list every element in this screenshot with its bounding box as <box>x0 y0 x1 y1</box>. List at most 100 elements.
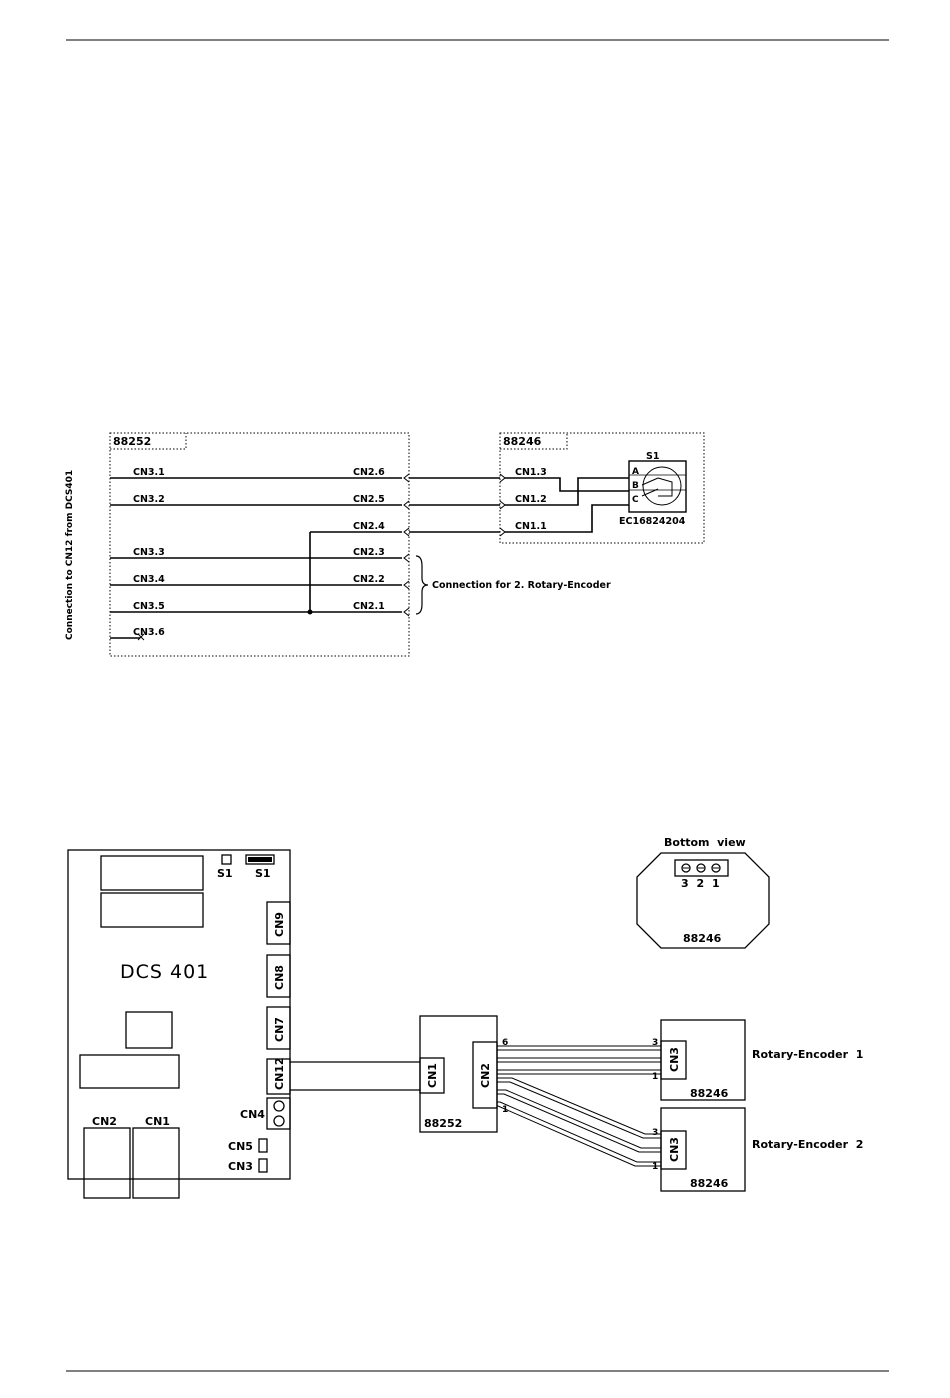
cn12-box <box>266 1058 291 1095</box>
encoder1-pin-bottom: 1 <box>652 1072 658 1082</box>
schematic <box>109 432 705 657</box>
chevron-cn1-3 <box>499 473 506 483</box>
bottom-view-pins: 3 2 1 <box>681 877 722 890</box>
junction-dot <box>307 609 313 615</box>
cn3-box <box>258 1158 268 1173</box>
cn4-pin-2 <box>273 1115 285 1127</box>
cn7-label: CN7 <box>273 1017 286 1042</box>
bottom-view-pin-3 <box>681 863 691 873</box>
s1-small-label: S1 <box>217 867 233 880</box>
brace <box>415 555 429 615</box>
cn2-label: CN2 <box>92 1115 117 1128</box>
dip-switch-fill <box>248 857 272 862</box>
pin-cn3-2: CN3.2 <box>133 494 165 505</box>
encoder2-pin-bottom: 1 <box>652 1162 658 1172</box>
cn8-box <box>266 954 291 998</box>
encoder1-label: Rotary-Encoder 1 <box>752 1048 863 1061</box>
pin-cn3-6: CN3.6 <box>133 627 165 638</box>
switch-terminal-a: A <box>632 467 639 477</box>
s1-dip-switch <box>245 854 275 865</box>
enc2-wire-1 <box>497 1077 661 1135</box>
pin-cn3-5: CN3.5 <box>133 601 165 612</box>
chevron-cn1-2 <box>499 500 506 510</box>
pin-cn2-3: CN2.3 <box>353 547 385 558</box>
board-88252-cn1 <box>419 1057 445 1094</box>
pin-cn3-1: CN3.1 <box>133 467 165 478</box>
encoder2-cn3-label: CN3 <box>668 1137 681 1162</box>
dcs-title: DCS 401 <box>120 961 209 983</box>
wire-to-switch-b <box>505 477 629 492</box>
switch-terminal-c: C <box>632 495 639 505</box>
cn5-label: CN5 <box>228 1140 253 1153</box>
switch-s1-knob <box>642 466 682 506</box>
pin-cn2-2: CN2.2 <box>353 574 385 585</box>
cn3-6-terminator <box>137 633 145 641</box>
bottom-view-pin-2 <box>696 863 706 873</box>
s1-dip-label: S1 <box>255 867 271 880</box>
pin-cn1-1: CN1.1 <box>515 521 547 532</box>
bottom-view-connector <box>674 859 729 877</box>
part-number: EC16824204 <box>619 516 686 527</box>
s1-small-switch <box>221 854 232 865</box>
enc2-wire-3 <box>497 1089 661 1149</box>
bottom-view-board: 88246 <box>683 932 722 945</box>
encoder2-pin-top: 3 <box>652 1128 658 1138</box>
board-88252-cn2-label: CN2 <box>479 1063 492 1088</box>
encoder1-board-label: 88246 <box>690 1087 729 1100</box>
cn1-label: CN1 <box>145 1115 170 1128</box>
pin-cn3-3: CN3.3 <box>133 547 165 558</box>
switch-contacts <box>641 477 673 497</box>
encoder1-pin-top: 3 <box>652 1038 658 1048</box>
pin-cn2-4: CN2.4 <box>353 521 385 532</box>
cn7-box <box>266 1006 291 1050</box>
board-88246-tab <box>500 433 568 450</box>
enc2-wire-6 <box>497 1105 661 1167</box>
chevron-cn2-2 <box>403 580 410 590</box>
pin-cn2-5: CN2.5 <box>353 494 385 505</box>
chevron-cn2-5 <box>403 500 410 510</box>
board-88252-cn2 <box>472 1041 498 1109</box>
board-88252-cn1-label: CN1 <box>426 1063 439 1088</box>
encoder2-board-label: 88246 <box>690 1177 729 1190</box>
wire-to-switch-a <box>505 477 629 506</box>
switch-s1-body <box>628 460 687 513</box>
enc2-wire-5 <box>497 1101 661 1163</box>
enc2-wire-2 <box>497 1081 661 1139</box>
cn5-box <box>258 1138 268 1153</box>
cn4-pin-1 <box>273 1100 285 1112</box>
brace-label: Connection for 2. Rotary-Encoder <box>432 580 611 591</box>
enc2-wire-4 <box>497 1093 661 1153</box>
chevron-cn2-1 <box>403 607 410 617</box>
board-88246-frame <box>499 432 705 544</box>
pin-cn2-6: CN2.6 <box>353 467 385 478</box>
board-88252-label: 88252 <box>113 435 151 448</box>
cn9-box <box>266 901 291 945</box>
cn1-box <box>132 1127 180 1199</box>
board-88246-label: 88246 <box>503 435 542 448</box>
pin-cn1-2: CN1.2 <box>515 494 547 505</box>
cn9-label: CN9 <box>273 912 286 937</box>
side-label: Connection to CN12 from DCS401 <box>65 470 75 640</box>
cn2-box <box>83 1127 131 1199</box>
board-88252-pin-bottom: 1 <box>502 1105 508 1115</box>
chevron-cn1-1 <box>499 527 506 537</box>
cn4-label: CN4 <box>240 1108 265 1121</box>
cn12-label: CN12 <box>273 1057 286 1090</box>
bottom-view-octagon <box>636 852 770 949</box>
switch-terminal-b: B <box>632 481 639 491</box>
encoder2-cn3 <box>660 1130 687 1170</box>
dcs-block-3 <box>125 1011 173 1049</box>
dcs-block-1 <box>100 855 204 891</box>
chevron-cn2-4 <box>403 527 410 537</box>
dcs-block-2 <box>100 892 204 928</box>
dcs-block-4 <box>79 1054 180 1089</box>
board-88252-tab <box>110 433 187 450</box>
chevron-cn2-6 <box>403 473 410 483</box>
encoder1-cn3-label: CN3 <box>668 1047 681 1072</box>
cn8-label: CN8 <box>273 965 286 990</box>
board-88252-name: 88252 <box>424 1117 462 1130</box>
bottom-view-title: Bottom view <box>664 836 746 849</box>
pin-cn2-1: CN2.1 <box>353 601 385 612</box>
switch-s1-label: S1 <box>646 451 659 462</box>
